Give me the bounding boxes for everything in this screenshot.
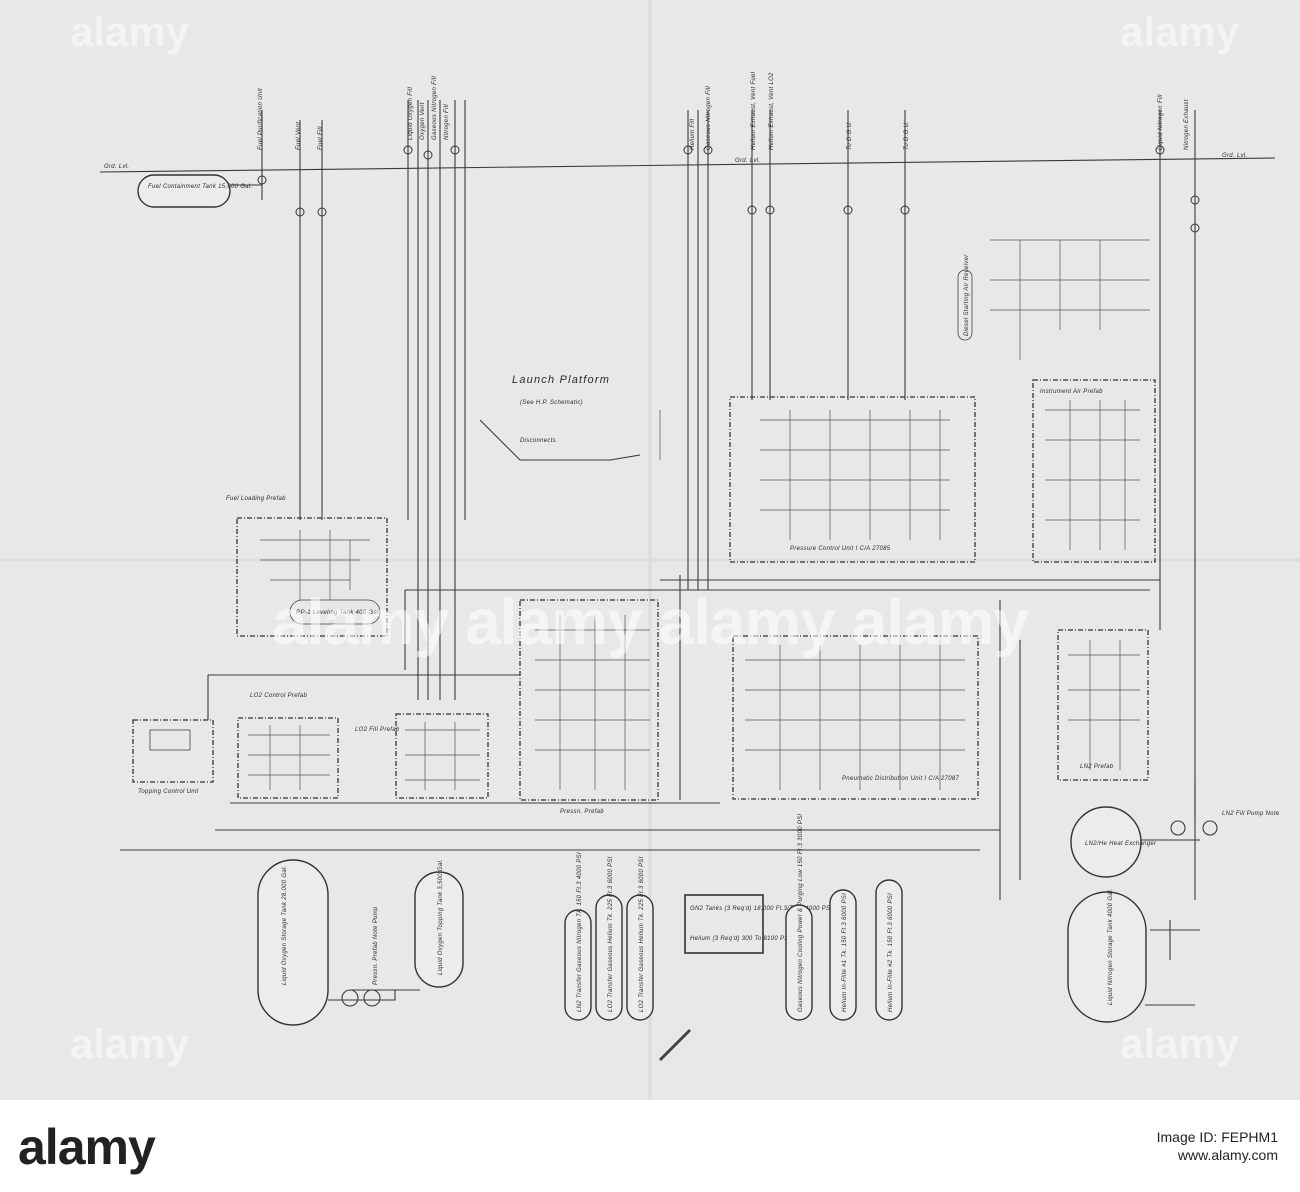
ground-level-left: Grd. Lvl.	[104, 164, 129, 170]
nitrogen-exhaust-label: Nitrogen Exhaust	[1184, 99, 1190, 150]
page-subtitle: (See H.P. Schematic)	[520, 400, 583, 406]
fuel-lines	[261, 100, 466, 700]
to-dgu-2-label: To D.G.U.	[904, 121, 910, 150]
helium-fill-label: Helium Fill	[690, 118, 696, 150]
ground-level-mid: Grd. Lvl.	[735, 158, 760, 164]
helium-exhaust-lox-label: Helium Exhaust, Vent LO2	[769, 72, 775, 150]
topping-control-unit-label: Topping Control Unit	[138, 789, 199, 795]
ground-level-right: Grd. Lvl.	[1222, 153, 1247, 159]
pneumatic-distribution-unit-label: Pneumatic Distribution Unit I C/A 27087	[842, 776, 960, 782]
top-lines-mid	[687, 110, 1196, 820]
lo2-fill-prefab-label: LO2 Fill Prefab	[355, 727, 400, 733]
gaseous-nitrogen-fill-2-label: Gaseous Nitrogen Fill	[706, 86, 712, 150]
helium-in-flight-1-label: Helium In-Flite #1 Tk. 150 Ft.3 6000 PSI	[842, 893, 848, 1012]
gaseous-nitrogen-cooling-label: Gaseous Nitrogen Cooling Power & Purging…	[798, 814, 804, 1012]
ln2-prefab-label: LN2 Prefab	[1080, 764, 1114, 770]
pressn-prefab-label: Pressn. Prefab	[560, 809, 604, 815]
fuel-loading-prefab-label: Fuel Loading Prefab	[226, 496, 286, 502]
ln2-transfer-gn2-label: LN2 Transfer Gaseous Nitrogen Tk. 150 Ft…	[577, 852, 583, 1012]
rp1-leveling-tank-label: RP-1 Leveling Tank 400 Gal.	[296, 610, 381, 616]
image-id: Image ID: FEPHM1	[1156, 1129, 1278, 1145]
valve-symbols	[257, 145, 1200, 233]
schematic-paper: Grd. Lvl. Grd. Lvl. Grd. Lvl. Fuel Conta…	[0, 0, 1300, 1100]
liquid-oxygen-storage-tank-label: Liquid Oxygen Storage Tank 28,000 Gal.	[282, 865, 288, 985]
pressure-control-unit-label: Pressure Control Unit I C/A 27085	[790, 546, 891, 552]
helium-exhaust-fuel-label: Helium Exhaust, Vent Fuel	[751, 71, 757, 150]
gaseous-nitrogen-fill-label: Gaseous Nitrogen Fill	[432, 76, 438, 140]
fuel-vent-label: Fuel Vent	[296, 122, 302, 150]
site-url: www.alamy.com	[1177, 1147, 1278, 1163]
fuel-purification-unit-label: Fuel Purification Unit	[258, 88, 264, 150]
nitrogen-fill-label: Nitrogen Fill	[444, 104, 450, 140]
alamy-logo: alamy	[18, 1119, 156, 1175]
helium-tank-label: Helium (3 Req'd) 300 To 8100 PSI	[690, 936, 791, 942]
helium-in-flight-2-label: Helium In-Flite #2 Tk. 150 Ft.3 6000 PSI	[888, 893, 894, 1012]
to-dgu-1-label: To D.G.U.	[847, 121, 853, 150]
liquid-nitrogen-fill-label: Liquid Nitrogen Fill	[1158, 94, 1164, 150]
image-meta: Image ID: FEPHM1 www.alamy.com	[1157, 1128, 1278, 1164]
lo2-transfer-he-2-label: LO2 Transfer Gaseous Helium Tk. 225 Ft.3…	[639, 856, 645, 1012]
ln2-he-heat-exchanger-label: LN2/He Heat Exchanger	[1085, 841, 1157, 847]
diesel-starting-air-receiver-label: Diesel Starting Air Receiver	[964, 254, 970, 336]
distribution-piping	[120, 575, 1196, 900]
lo2-transfer-he-label: LO2 Transfer Gaseous Helium Tk. 225 Ft.3…	[608, 856, 614, 1012]
pressn-prefab-note-label: Pressn. Prefab Note Pump	[373, 906, 379, 985]
top-labels-mid: Helium Fill Gaseous Nitrogen Fill Helium…	[690, 71, 1190, 150]
disconnects-label: Disconnects	[520, 438, 556, 444]
schematic-diagram: Grd. Lvl. Grd. Lvl. Grd. Lvl. Fuel Conta…	[0, 0, 1300, 1100]
oxygen-vent-label: Oxygen Vent	[420, 102, 426, 140]
page-title: Launch Platform	[512, 374, 610, 386]
liquid-nitrogen-storage-tank-label: Liquid Nitrogen Storage Tank 4000 Gal.	[1108, 888, 1114, 1005]
top-labels-left: Fuel Purification Unit Fuel Vent Fuel Fi…	[258, 76, 450, 150]
instrument-air-prefab-label: Instrument Air Prefab	[1040, 389, 1103, 395]
fuel-fill-label: Fuel Fill	[318, 126, 324, 150]
lo2-control-prefab-label: LO2 Control Prefab	[250, 693, 307, 699]
liquid-oxygen-topping-tank-label: Liquid Oxygen Topping Tank 3,500 Gal.	[438, 859, 444, 975]
stock-footer: alamy Image ID: FEPHM1 www.alamy.com	[0, 1100, 1300, 1192]
ln2-fill-pump-label: LN2 Fill Pump Note	[1222, 811, 1280, 817]
liquid-oxygen-fill-label: Liquid Oxygen Fill	[408, 87, 414, 140]
gn2-tanks-label: GN2 Tanks (3 Req'd) 18,000 Ft.3/Tank 400…	[690, 906, 837, 912]
fuel-containment-tank-label: Fuel Containment Tank 15,000 Gal.	[148, 184, 252, 190]
